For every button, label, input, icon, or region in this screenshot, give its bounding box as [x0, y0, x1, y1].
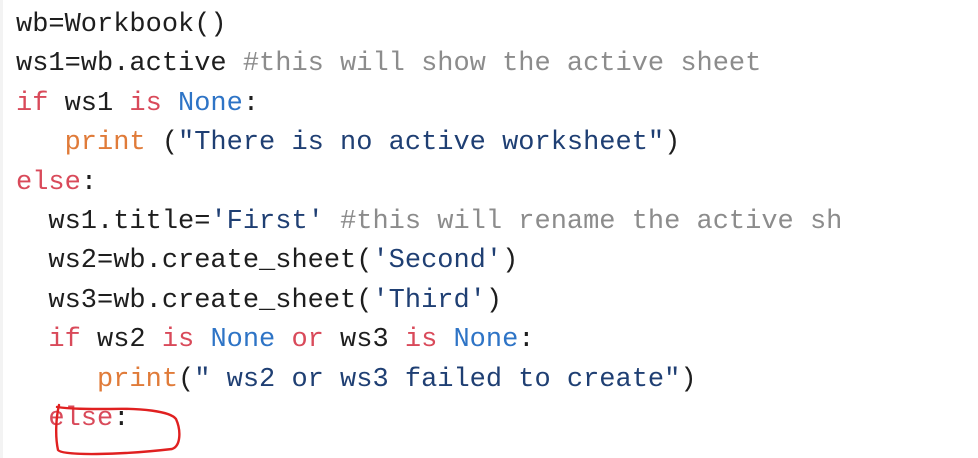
code-token: else: [48, 403, 114, 434]
code-token: ws2: [80, 325, 162, 356]
code-token: wb=Workbook(): [16, 10, 227, 40]
code-token: is: [161, 325, 195, 356]
code-indent: [16, 404, 48, 434]
code-indent: [16, 246, 48, 276]
code-token: [275, 325, 291, 355]
code-token: " ws2 or ws3 failed to create": [194, 364, 681, 395]
code-line: ws1=wb.active #this will show the active…: [16, 45, 842, 84]
code-token: :: [113, 403, 130, 434]
code-line: print ("There is no active worksheet"): [16, 124, 842, 163]
code-line: ws2=wb.create_sheet('Second'): [16, 242, 842, 281]
code-token: print: [97, 364, 179, 395]
code-token: None: [178, 88, 243, 119]
code-token: [194, 325, 210, 355]
code-token: ): [485, 285, 503, 316]
code-line: else:: [16, 164, 842, 203]
code-line: else:: [16, 400, 842, 439]
code-token: #this will rename the active sh: [340, 206, 843, 237]
code-indent: [16, 365, 97, 395]
code-token: ws3=wb.create_sheet(: [48, 285, 373, 316]
code-token: 'First': [210, 206, 324, 237]
code-line: print(" ws2 or ws3 failed to create"): [16, 361, 842, 400]
code-token: print: [64, 128, 146, 159]
code-line: if ws2 is None or ws3 is None:: [16, 321, 842, 360]
code-indent: [16, 286, 48, 316]
code-token: ws1=wb.active: [16, 49, 243, 80]
code-token: ws2=wb.create_sheet(: [48, 246, 373, 277]
code-token: None: [453, 325, 519, 356]
editor-gutter: [0, 0, 3, 458]
code-token: 'Second': [372, 246, 503, 277]
code-token: ): [502, 246, 519, 277]
code-token: if: [16, 88, 49, 119]
code-token: is: [404, 325, 438, 356]
code-token: ): [680, 364, 697, 395]
code-token: (: [178, 364, 195, 395]
code-token: :: [242, 88, 260, 119]
code-token: :: [518, 325, 535, 356]
code-indent: [16, 207, 48, 237]
code-token: ws3: [323, 325, 405, 356]
code-token: #this will show the active sheet: [242, 49, 762, 80]
code-token: 'Third': [372, 285, 486, 316]
code-token: None: [210, 325, 276, 356]
code-token: (: [145, 128, 179, 159]
code-token: or: [291, 325, 324, 356]
code-line: ws3=wb.create_sheet('Third'): [16, 282, 842, 321]
code-token: "There is no active worksheet": [178, 128, 665, 159]
code-indent: [16, 128, 65, 158]
code-indent: [16, 325, 48, 355]
code-line: ws1.title='First' #this will rename the …: [16, 203, 842, 242]
code-token: [437, 325, 453, 355]
code-line: if ws1 is None:: [16, 85, 842, 124]
code-token: [324, 207, 340, 237]
code-token: [162, 89, 178, 119]
code-block[interactable]: wb=Workbook() ws1=wb.active #this will sh…: [16, 6, 842, 439]
code-token: if: [48, 325, 81, 356]
code-token: ws1.title=: [48, 206, 211, 237]
code-token: ws1: [48, 88, 130, 119]
code-token: else: [16, 167, 81, 198]
code-token: is: [129, 88, 162, 119]
code-token: :: [80, 167, 98, 198]
code-line: wb=Workbook(): [16, 6, 842, 45]
code-token: ): [664, 128, 681, 159]
